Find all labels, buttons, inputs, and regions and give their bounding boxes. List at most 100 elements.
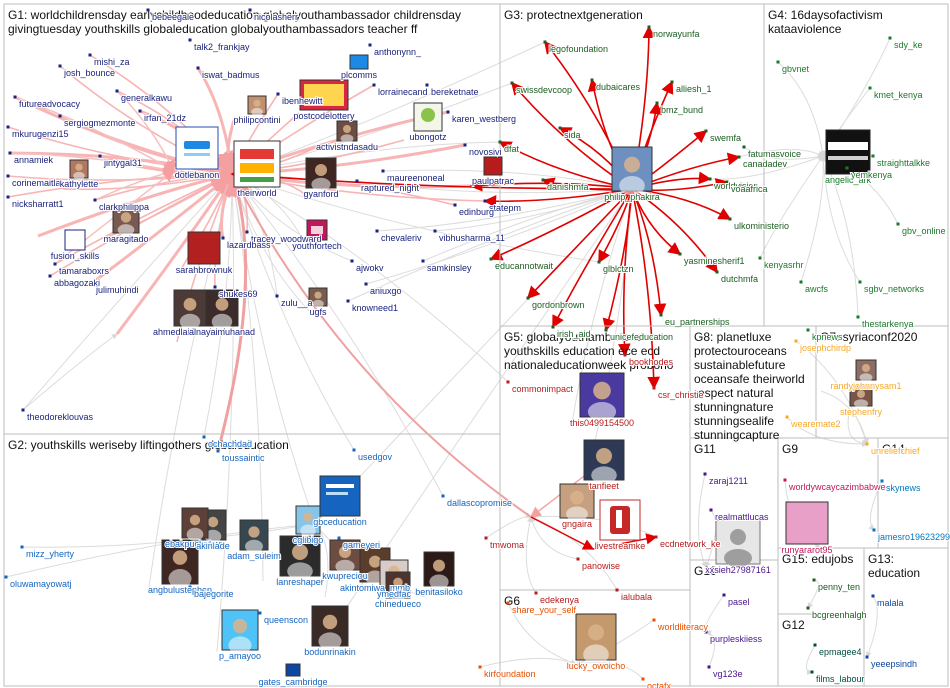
node-dot-fatumasvoice[interactable]	[742, 145, 746, 149]
node-dot-tmwoma[interactable]	[484, 536, 488, 540]
node-dot-octafx[interactable]	[641, 677, 645, 681]
node-dot-kmet_kenya[interactable]	[868, 86, 872, 90]
node-dot-awcfs[interactable]	[799, 280, 803, 284]
node-dot-unreliefchief[interactable]	[865, 442, 869, 446]
node-dot-raptured_night[interactable]	[355, 179, 359, 183]
node-dot-josh_bounce[interactable]	[58, 64, 62, 68]
node-avatar-alnayaimuhanad[interactable]	[205, 289, 239, 330]
node-dot-mizz_yherty[interactable]	[20, 545, 24, 549]
node-avatar-cglibigo[interactable]	[295, 505, 321, 537]
node-avatar-chinedueco[interactable]	[385, 571, 411, 601]
node-dot-queenscon[interactable]	[258, 611, 262, 615]
node-dot-dutchmfa[interactable]	[715, 270, 719, 274]
node-dot-ecdnetwork_ke[interactable]	[654, 535, 658, 539]
node-dot-corinemaitlandw[interactable]	[6, 174, 10, 178]
node-dot-lorrainecand[interactable]	[372, 83, 376, 87]
node-dot-bcgreenhalgh[interactable]	[806, 606, 810, 610]
node-dot-bereketnate[interactable]	[425, 83, 429, 87]
node-dot-gordonbrown[interactable]	[526, 296, 530, 300]
node-dot-dallascopromise[interactable]	[441, 494, 445, 498]
node-dot-thestarkenya[interactable]	[856, 315, 860, 319]
node-avatar-ugfs[interactable]	[308, 287, 328, 308]
node-avatar-philipcontini[interactable]	[247, 95, 267, 116]
node-dot-skynews[interactable]	[880, 479, 884, 483]
node-dot-clarkphilippa[interactable]	[93, 198, 97, 202]
node-dot-bmz_bund[interactable]	[655, 101, 659, 105]
node-dot-vg123e[interactable]	[707, 665, 711, 669]
node-dot-julimuhindi[interactable]	[90, 281, 94, 285]
node-dot-yasminesherif1[interactable]	[678, 252, 682, 256]
node-dot-aniuxgo[interactable]	[364, 282, 368, 286]
node-dot-talk2_frankjay[interactable]	[188, 38, 192, 42]
node-avatar-paulpatrac[interactable]	[483, 156, 503, 176]
node-dot-wearemate2[interactable]	[785, 415, 789, 419]
node-avatar-sarahbrownuk[interactable]	[187, 231, 221, 265]
node-avatar-stephenfry[interactable]	[849, 385, 873, 408]
node-avatar-activistndasadu[interactable]	[336, 120, 358, 144]
node-avatar-kathylette[interactable]	[69, 159, 89, 180]
node-dot-futureadvocacy[interactable]	[13, 95, 17, 99]
node-dot-kpnews[interactable]	[806, 328, 810, 332]
node-dot-voaafrica[interactable]	[725, 180, 729, 184]
node-avatar-this0499154500[interactable]	[579, 372, 625, 422]
node-dot-annamiek[interactable]	[8, 151, 12, 155]
node-avatar-kwupreciou[interactable]	[329, 539, 361, 574]
node-dot-unicefeducation[interactable]	[604, 328, 608, 332]
node-dot-malala[interactable]	[871, 594, 875, 598]
node-avatar-gyanford[interactable]	[305, 157, 337, 191]
node-dot-josephchirdp[interactable]	[794, 339, 798, 343]
node-avatar-benitasiloko[interactable]	[423, 551, 455, 590]
node-dot-bebeegale[interactable]	[146, 8, 150, 12]
node-dot-csr_christie[interactable]	[652, 386, 656, 390]
node-dot-films_labour[interactable]	[810, 670, 814, 674]
node-dot-kenyasrhr[interactable]	[758, 256, 762, 260]
node-dot-realmattlucas[interactable]	[709, 508, 713, 512]
node-dot-ajwokv[interactable]	[350, 259, 354, 263]
node-dot-anthonynn_[interactable]	[368, 43, 372, 47]
node-dot-karen_westberg[interactable]	[446, 110, 450, 114]
node-dot-zulu__a[interactable]	[275, 294, 279, 298]
node-dot-sdy_ke[interactable]	[888, 36, 892, 40]
node-dot-ibenhewitt[interactable]	[276, 92, 280, 96]
node-dot-nicksharratt1[interactable]	[6, 195, 10, 199]
node-dot-worldywcaycazimbabwe[interactable]	[783, 478, 787, 482]
node-dot-worldliteracy[interactable]	[652, 618, 656, 622]
node-dot-samkinsley[interactable]	[421, 259, 425, 263]
node-dot-irfan_21dz[interactable]	[138, 109, 142, 113]
node-dot-legofoundation[interactable]	[543, 40, 547, 44]
node-dot-generalkawu[interactable]	[115, 89, 119, 93]
node-dot-pasel[interactable]	[722, 593, 726, 597]
node-dot-yeeepsindh[interactable]	[865, 655, 869, 659]
node-avatar-runyararot95[interactable]	[785, 501, 829, 545]
node-dot-edekenya[interactable]	[534, 591, 538, 595]
node-dot-dfat[interactable]	[498, 140, 502, 144]
node-dot-jintygal31[interactable]	[98, 154, 102, 158]
node-dot-worldvision[interactable]	[708, 177, 712, 181]
node-dot-dubaicares[interactable]	[590, 78, 594, 82]
node-dot-penny_ten[interactable]	[812, 578, 816, 582]
node-dot-canadadev[interactable]	[737, 155, 741, 159]
node-dot-nicolasherr[interactable]	[248, 8, 252, 12]
node-dot-panowise[interactable]	[576, 557, 580, 561]
node-dot-theodoreklouvas[interactable]	[21, 408, 25, 412]
node-dot-sergiogmezmonte[interactable]	[58, 114, 62, 118]
node-dot-ialubala[interactable]	[615, 588, 619, 592]
node-dot-commonimpact[interactable]	[506, 380, 510, 384]
node-dot-norwayunfa[interactable]	[647, 25, 651, 29]
node-dot-glblctzn[interactable]	[597, 260, 601, 264]
node-dot-sida[interactable]	[558, 126, 562, 130]
node-dot-epmagee4[interactable]	[813, 643, 817, 647]
node-avatar-plcomms[interactable]	[349, 54, 369, 70]
node-dot-yemkenya[interactable]	[845, 166, 849, 170]
node-dot-jamesro19623299[interactable]	[872, 528, 876, 532]
node-dot-mishi_za[interactable]	[88, 53, 92, 57]
node-avatar-gngaira[interactable]	[559, 483, 595, 522]
node-avatar-randyjohnnysam1[interactable]	[855, 359, 877, 382]
node-dot-maureenoneal[interactable]	[381, 169, 385, 173]
node-dot-novosivi[interactable]	[463, 143, 467, 147]
node-dot-swemfa[interactable]	[704, 129, 708, 133]
node-dot-lazardbass[interactable]	[221, 236, 225, 240]
node-dot-mkurugenzi15[interactable]	[6, 125, 10, 129]
node-avatar-tanfieet[interactable]	[583, 439, 625, 485]
node-avatar-gates_cambridge[interactable]	[285, 663, 301, 677]
